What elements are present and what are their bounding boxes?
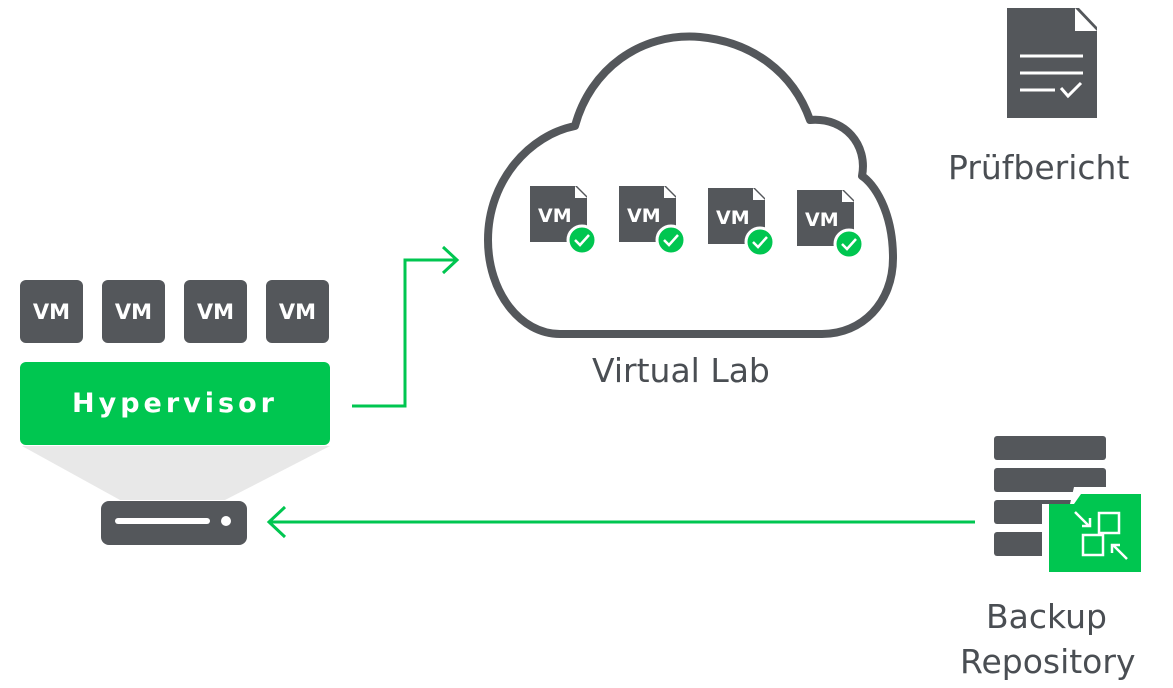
- vm-label: VM: [32, 299, 71, 324]
- check-circle-icon: [655, 224, 687, 256]
- backup-repository-label-line1: Backup: [986, 597, 1107, 636]
- vm-label: VM: [114, 299, 153, 324]
- vm-label: VM: [278, 299, 317, 324]
- hypervisor-vm-tile: VM: [184, 280, 247, 343]
- restore-arrows-icon: [1042, 487, 1147, 575]
- vm-label: VM: [196, 299, 235, 324]
- backup-repository-label-line2: Repository: [960, 642, 1136, 681]
- check-circle-icon: [744, 226, 776, 258]
- hypervisor-host-cone: [22, 446, 330, 500]
- hypervisor-label: Hypervisor: [72, 388, 278, 419]
- virtual-lab-label: Virtual Lab: [592, 351, 770, 390]
- cloud-vm-label: VM: [627, 205, 661, 227]
- check-mark-icon: [663, 234, 679, 247]
- hypervisor-bar: Hypervisor: [20, 362, 330, 445]
- host-server-icon: [101, 501, 247, 545]
- cloud-vm-label: VM: [716, 207, 750, 229]
- arrow-to-virtual-lab: [352, 245, 460, 408]
- check-circle-icon: [566, 224, 598, 256]
- cloud-vm-file-icon: VM: [797, 190, 865, 260]
- virtual-lab-cloud: [484, 32, 897, 338]
- hypervisor-vm-tile: VM: [102, 280, 165, 343]
- cloud-vm-label: VM: [805, 209, 839, 231]
- hypervisor-vm-tile: VM: [266, 280, 329, 343]
- check-mark-icon: [752, 236, 768, 249]
- check-mark-icon: [574, 234, 590, 247]
- report-label: Prüfbericht: [948, 148, 1130, 187]
- cloud-vm-file-icon: VM: [530, 186, 598, 256]
- cloud-vm-file-icon: VM: [619, 186, 687, 256]
- hypervisor-vm-tile: VM: [20, 280, 83, 343]
- cloud-vm-label: VM: [538, 205, 572, 227]
- document-check-icon: [1007, 8, 1097, 118]
- check-mark-icon: [841, 238, 857, 251]
- cloud-vm-group: VM VM VM VM: [530, 186, 865, 260]
- cloud-vm-file-icon: VM: [708, 188, 776, 258]
- arrow-restore-to-host: [266, 505, 975, 539]
- check-circle-icon: [833, 228, 865, 260]
